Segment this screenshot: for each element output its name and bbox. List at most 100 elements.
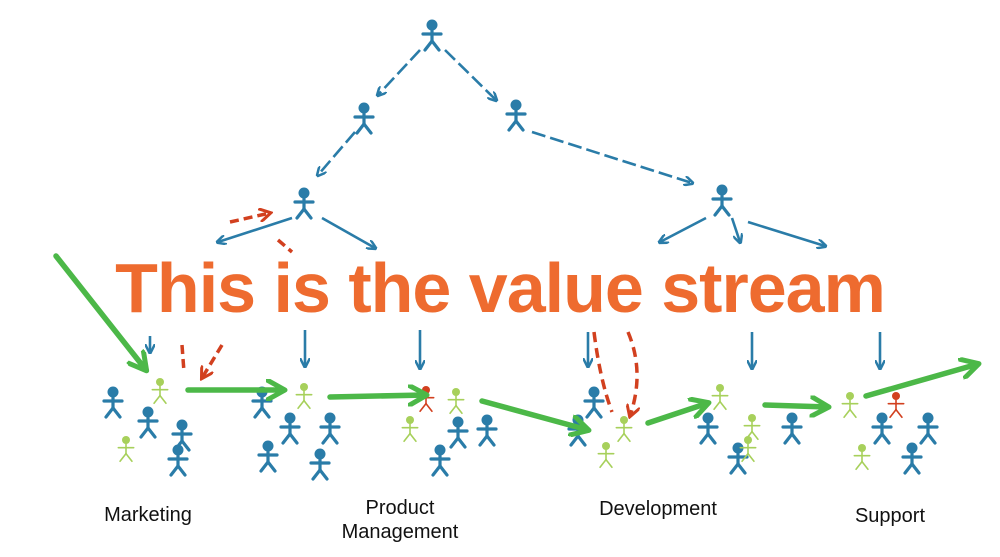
person-leg-right (288, 432, 299, 445)
person-leg-left (104, 406, 115, 419)
person-leg-left (295, 207, 306, 220)
handoff-arrow (592, 331, 614, 413)
highlight-person-icon (597, 442, 615, 469)
hierarchy-arrow (531, 130, 692, 183)
person-leg-right (895, 408, 903, 419)
person-leg-left (259, 460, 270, 473)
person-leg-left (919, 432, 930, 445)
person-leg-left (569, 434, 580, 447)
person-leg-left (873, 432, 884, 445)
person-icon (171, 419, 193, 452)
person-leg-right (849, 408, 857, 419)
person-head (846, 392, 854, 400)
dept-label-marketing: Marketing (104, 504, 192, 526)
person-head (876, 412, 888, 424)
value-stream-arrow (479, 398, 588, 430)
dept-label-support: Support (854, 505, 926, 527)
person-leg-right (706, 432, 717, 445)
person-leg-right (747, 452, 755, 463)
person-icon (137, 406, 159, 439)
person-leg-right (485, 434, 496, 447)
person-leg-right (514, 119, 525, 132)
person-leg-left (699, 432, 710, 445)
hierarchy-lines (150, 49, 880, 368)
person-leg-left (281, 432, 292, 445)
person-head (122, 436, 130, 444)
person-head (434, 444, 446, 456)
person-head (620, 416, 628, 424)
person-leg-left (321, 432, 332, 445)
person-head (716, 384, 724, 392)
person-head (786, 412, 798, 424)
person-leg-right (111, 406, 122, 419)
person-head (481, 414, 493, 426)
person-leg-left (617, 432, 625, 443)
person-leg-left (713, 204, 724, 217)
person-leg-left (153, 394, 161, 405)
person-leg-left (355, 122, 366, 135)
person-leg-left (783, 432, 794, 445)
handoff-loops (180, 213, 637, 416)
person-icon (257, 440, 279, 473)
highlight-person-icon (853, 444, 871, 471)
person-leg-right (605, 458, 613, 469)
person-leg-right (318, 468, 329, 481)
person-icon (167, 444, 189, 477)
person-leg-right (146, 426, 157, 439)
person-head (452, 416, 464, 428)
person-head (588, 386, 600, 398)
person-icon (505, 99, 527, 132)
person-head (426, 19, 438, 31)
person-icon (871, 412, 893, 445)
handoff-arrow (229, 213, 270, 224)
person-leg-right (303, 399, 311, 410)
person-leg-right (266, 460, 277, 473)
person-leg-right (790, 432, 801, 445)
hierarchy-arrow (318, 131, 356, 175)
highlight-person-icon (615, 416, 633, 443)
person-icon (293, 187, 315, 220)
person-icon (447, 416, 469, 449)
person-leg-right (880, 432, 891, 445)
dept-label-product-line1: Product (365, 497, 435, 519)
person-leg-right (425, 402, 433, 413)
person-icon (727, 442, 749, 475)
person-leg-left (169, 464, 180, 477)
highlight-person-icon (739, 436, 757, 463)
value-stream-arrows (53, 253, 978, 430)
person-leg-left (599, 458, 607, 469)
person-leg-left (253, 406, 264, 419)
hierarchy-arrow (444, 49, 496, 100)
handoff-person-icon (887, 392, 905, 419)
hierarchy-arrow (730, 217, 740, 242)
person-leg-right (861, 460, 869, 471)
person-head (452, 388, 460, 396)
person-icon (309, 448, 331, 481)
handoff-arrow (180, 344, 186, 373)
person-head (262, 440, 274, 452)
person-leg-right (455, 404, 463, 415)
person-leg-right (720, 204, 731, 217)
person-head (142, 406, 154, 418)
person-leg-left (431, 464, 442, 477)
person-head (300, 383, 308, 391)
person-icon (353, 102, 375, 135)
person-leg-right (180, 439, 191, 452)
person-leg-left (741, 452, 749, 463)
hierarchy-arrow (378, 49, 421, 95)
person-leg-right (302, 207, 313, 220)
person-head (748, 414, 756, 422)
person-leg-right (328, 432, 339, 445)
person-head (284, 412, 296, 424)
person-head (906, 442, 918, 454)
highlight-person-icon (743, 414, 761, 441)
person-leg-left (713, 400, 721, 411)
person-leg-left (449, 436, 460, 449)
person-leg-right (592, 406, 603, 419)
dept-label-development: Development (599, 498, 717, 520)
handoff-arrow (202, 344, 224, 378)
person-icon (583, 386, 605, 419)
hierarchy-arrow (660, 216, 707, 242)
